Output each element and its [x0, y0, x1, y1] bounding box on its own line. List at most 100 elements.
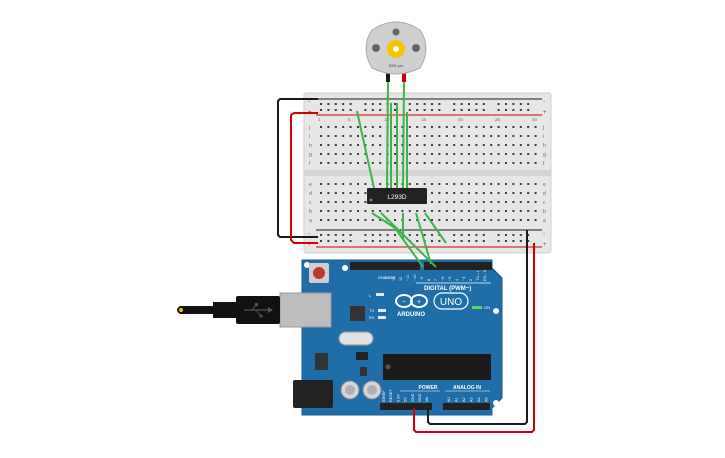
breadboard-hole[interactable]: [505, 126, 507, 128]
breadboard-hole[interactable]: [453, 192, 456, 194]
breadboard-hole[interactable]: [512, 240, 515, 242]
breadboard-hole[interactable]: [342, 144, 345, 146]
breadboard-hole[interactable]: [438, 109, 441, 111]
breadboard-hole[interactable]: [342, 234, 345, 236]
breadboard-hole[interactable]: [519, 135, 522, 137]
breadboard-hole[interactable]: [371, 126, 374, 128]
breadboard-hole[interactable]: [453, 103, 456, 105]
breadboard-hole[interactable]: [431, 103, 433, 105]
breadboard-hole[interactable]: [379, 153, 382, 155]
breadboard-hole[interactable]: [438, 153, 441, 155]
breadboard-hole[interactable]: [512, 162, 515, 164]
breadboard-hole[interactable]: [482, 162, 485, 164]
breadboard-hole[interactable]: [468, 109, 470, 111]
breadboard-hole[interactable]: [445, 126, 448, 128]
breadboard-hole[interactable]: [475, 210, 478, 212]
breadboard-hole[interactable]: [519, 219, 522, 221]
breadboard-hole[interactable]: [320, 135, 322, 137]
breadboard-hole[interactable]: [379, 144, 382, 146]
breadboard-hole[interactable]: [512, 201, 515, 203]
breadboard-hole[interactable]: [497, 201, 500, 203]
reset-button[interactable]: [309, 263, 329, 283]
breadboard-hole[interactable]: [505, 201, 507, 203]
breadboard-hole[interactable]: [431, 201, 433, 203]
breadboard-hole[interactable]: [527, 219, 530, 221]
breadboard-hole[interactable]: [371, 153, 374, 155]
breadboard-hole[interactable]: [460, 201, 463, 203]
breadboard-hole[interactable]: [371, 219, 374, 221]
breadboard-hole[interactable]: [386, 210, 389, 212]
breadboard-hole[interactable]: [527, 126, 530, 128]
breadboard-hole[interactable]: [320, 219, 322, 221]
breadboard-hole[interactable]: [371, 135, 374, 137]
breadboard-hole[interactable]: [519, 103, 522, 105]
breadboard-hole[interactable]: [416, 183, 419, 185]
breadboard-hole[interactable]: [534, 201, 537, 203]
breadboard-hole[interactable]: [408, 144, 411, 146]
breadboard-hole[interactable]: [468, 183, 470, 185]
breadboard-hole[interactable]: [460, 144, 463, 146]
breadboard-hole[interactable]: [453, 219, 456, 221]
breadboard-hole[interactable]: [497, 240, 500, 242]
breadboard-hole[interactable]: [379, 210, 382, 212]
breadboard-hole[interactable]: [519, 201, 522, 203]
breadboard-hole[interactable]: [431, 162, 433, 164]
breadboard-hole[interactable]: [468, 240, 470, 242]
breadboard-hole[interactable]: [423, 126, 426, 128]
breadboard-hole[interactable]: [445, 162, 448, 164]
breadboard-hole[interactable]: [445, 219, 448, 221]
breadboard-hole[interactable]: [460, 126, 463, 128]
breadboard-hole[interactable]: [349, 240, 352, 242]
breadboard-hole[interactable]: [327, 219, 330, 221]
breadboard-hole[interactable]: [505, 144, 507, 146]
breadboard-hole[interactable]: [371, 109, 374, 111]
breadboard-hole[interactable]: [334, 201, 337, 203]
breadboard-hole[interactable]: [357, 192, 359, 194]
breadboard-hole[interactable]: [349, 153, 352, 155]
breadboard-hole[interactable]: [490, 219, 493, 221]
breadboard-hole[interactable]: [349, 219, 352, 221]
breadboard-hole[interactable]: [342, 153, 345, 155]
breadboard-hole[interactable]: [453, 162, 456, 164]
breadboard-hole[interactable]: [468, 192, 470, 194]
breadboard-hole[interactable]: [482, 126, 485, 128]
breadboard-hole[interactable]: [416, 162, 419, 164]
breadboard-hole[interactable]: [482, 219, 485, 221]
breadboard-hole[interactable]: [453, 183, 456, 185]
breadboard-hole[interactable]: [431, 126, 433, 128]
breadboard-hole[interactable]: [482, 210, 485, 212]
breadboard-hole[interactable]: [401, 135, 404, 137]
breadboard-hole[interactable]: [497, 144, 500, 146]
breadboard-hole[interactable]: [423, 219, 426, 221]
breadboard-hole[interactable]: [512, 144, 515, 146]
breadboard-hole[interactable]: [334, 126, 337, 128]
breadboard-hole[interactable]: [334, 192, 337, 194]
breadboard-hole[interactable]: [527, 240, 530, 242]
breadboard-hole[interactable]: [416, 234, 419, 236]
breadboard-hole[interactable]: [453, 153, 456, 155]
wire-chip-to-arduino-2[interactable]: [380, 212, 437, 268]
breadboard-hole[interactable]: [534, 135, 537, 137]
breadboard-hole[interactable]: [453, 210, 456, 212]
breadboard-hole[interactable]: [408, 153, 411, 155]
breadboard-hole[interactable]: [460, 153, 463, 155]
breadboard-hole[interactable]: [394, 219, 396, 221]
breadboard-hole[interactable]: [408, 103, 411, 105]
breadboard-hole[interactable]: [342, 210, 345, 212]
breadboard-hole[interactable]: [349, 192, 352, 194]
breadboard-hole[interactable]: [527, 144, 530, 146]
breadboard-hole[interactable]: [320, 103, 322, 105]
breadboard-hole[interactable]: [505, 135, 507, 137]
breadboard-hole[interactable]: [490, 162, 493, 164]
breadboard-hole[interactable]: [431, 183, 433, 185]
breadboard-hole[interactable]: [468, 103, 470, 105]
breadboard-hole[interactable]: [342, 126, 345, 128]
breadboard-hole[interactable]: [475, 183, 478, 185]
breadboard-hole[interactable]: [327, 240, 330, 242]
breadboard-hole[interactable]: [320, 126, 322, 128]
wire-motor-negative[interactable]: [386, 81, 389, 189]
breadboard-hole[interactable]: [475, 109, 478, 111]
breadboard-hole[interactable]: [490, 126, 493, 128]
breadboard-hole[interactable]: [475, 219, 478, 221]
breadboard-hole[interactable]: [482, 144, 485, 146]
